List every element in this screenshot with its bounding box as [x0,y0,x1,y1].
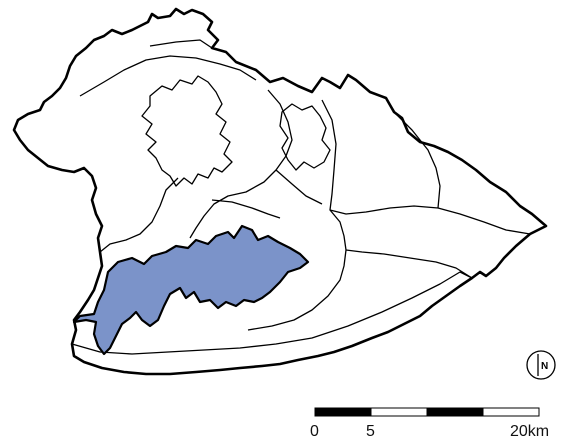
inner-boundary-west [99,177,179,253]
northern-lobe-boundary [141,75,233,187]
inner-boundary-upper [149,39,213,49]
highlighted-region [72,224,310,356]
scale-label-5: 5 [366,423,375,440]
north-arrow-circle-icon [526,350,556,380]
north-arrow-icon: N [526,350,556,380]
inner-boundary-central [247,209,347,331]
scale-bar: 0 5 20km [310,407,549,440]
river-channel-branch [211,199,281,219]
inner-boundary-northeast [385,97,441,209]
inner-boundary-north [79,55,257,97]
scale-label-20km: 20km [510,423,549,440]
eastern-lobe-boundary [279,103,331,171]
river-north-branch [275,169,323,205]
inner-boundary-southeast [345,249,473,279]
north-arrow-letter: N [541,361,548,372]
scale-segment-2 [370,407,428,417]
scale-segment-3 [426,407,484,417]
scale-label-0: 0 [310,423,319,440]
scale-segment-1 [314,407,372,417]
river-channel [189,89,293,239]
scale-segment-4 [482,407,540,417]
inner-boundary-south [71,271,473,355]
inner-boundary-east [321,99,531,235]
